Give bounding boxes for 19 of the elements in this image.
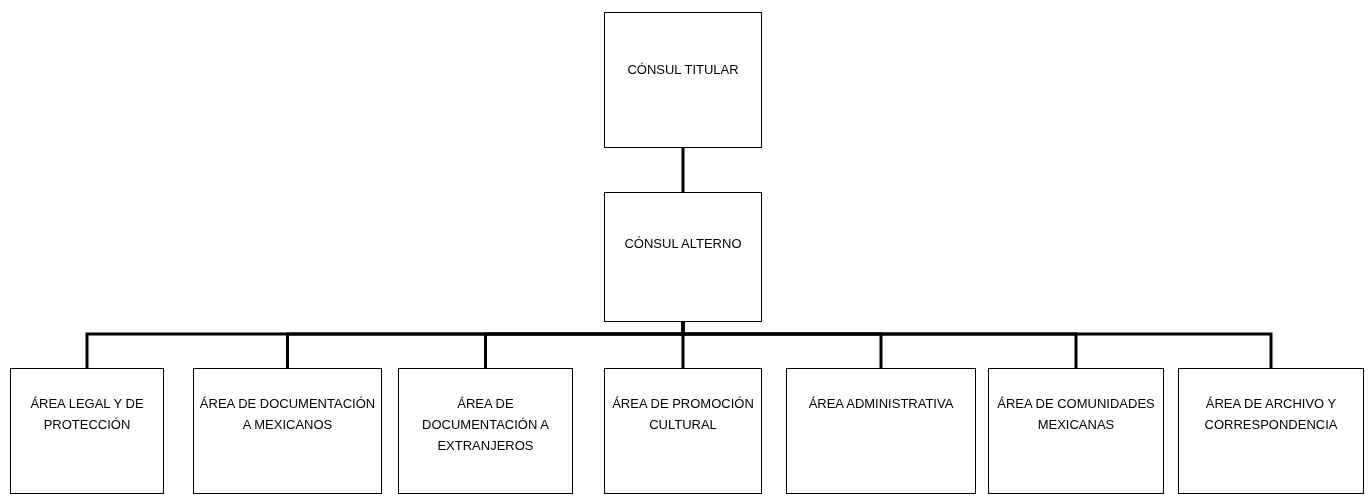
box-label: CÓNSUL ALTERNO xyxy=(623,235,743,253)
org-box xyxy=(604,192,762,322)
connector-line xyxy=(681,148,685,192)
box-label: ÁREA LEGAL Y DE PROTECCIÓN xyxy=(29,395,145,434)
org-box xyxy=(604,368,762,494)
org-box xyxy=(10,368,164,494)
box-label: ÁREA DE DOCUMENTACIÓN A MEXICANOS xyxy=(198,395,377,434)
box-label: CÓNSUL TITULAR xyxy=(626,61,740,79)
org-box xyxy=(988,368,1164,494)
org-box xyxy=(604,12,762,148)
box-label: ÁREA DE ARCHIVO Y CORRESPONDENCIA xyxy=(1203,395,1339,434)
box-label: ÁREA DE COMUNIDADES MEXICANAS xyxy=(996,395,1156,434)
org-box xyxy=(786,368,976,494)
box-label: ÁREA DE DOCUMENTACIÓN A EXTRANJEROS xyxy=(421,395,550,455)
box-label: ÁREA ADMINISTRATIVA xyxy=(807,395,955,413)
org-box xyxy=(1178,368,1364,494)
org-box xyxy=(398,368,573,494)
box-label: ÁREA DE PROMOCIÓN CULTURAL xyxy=(611,395,755,434)
org-box xyxy=(193,368,382,494)
